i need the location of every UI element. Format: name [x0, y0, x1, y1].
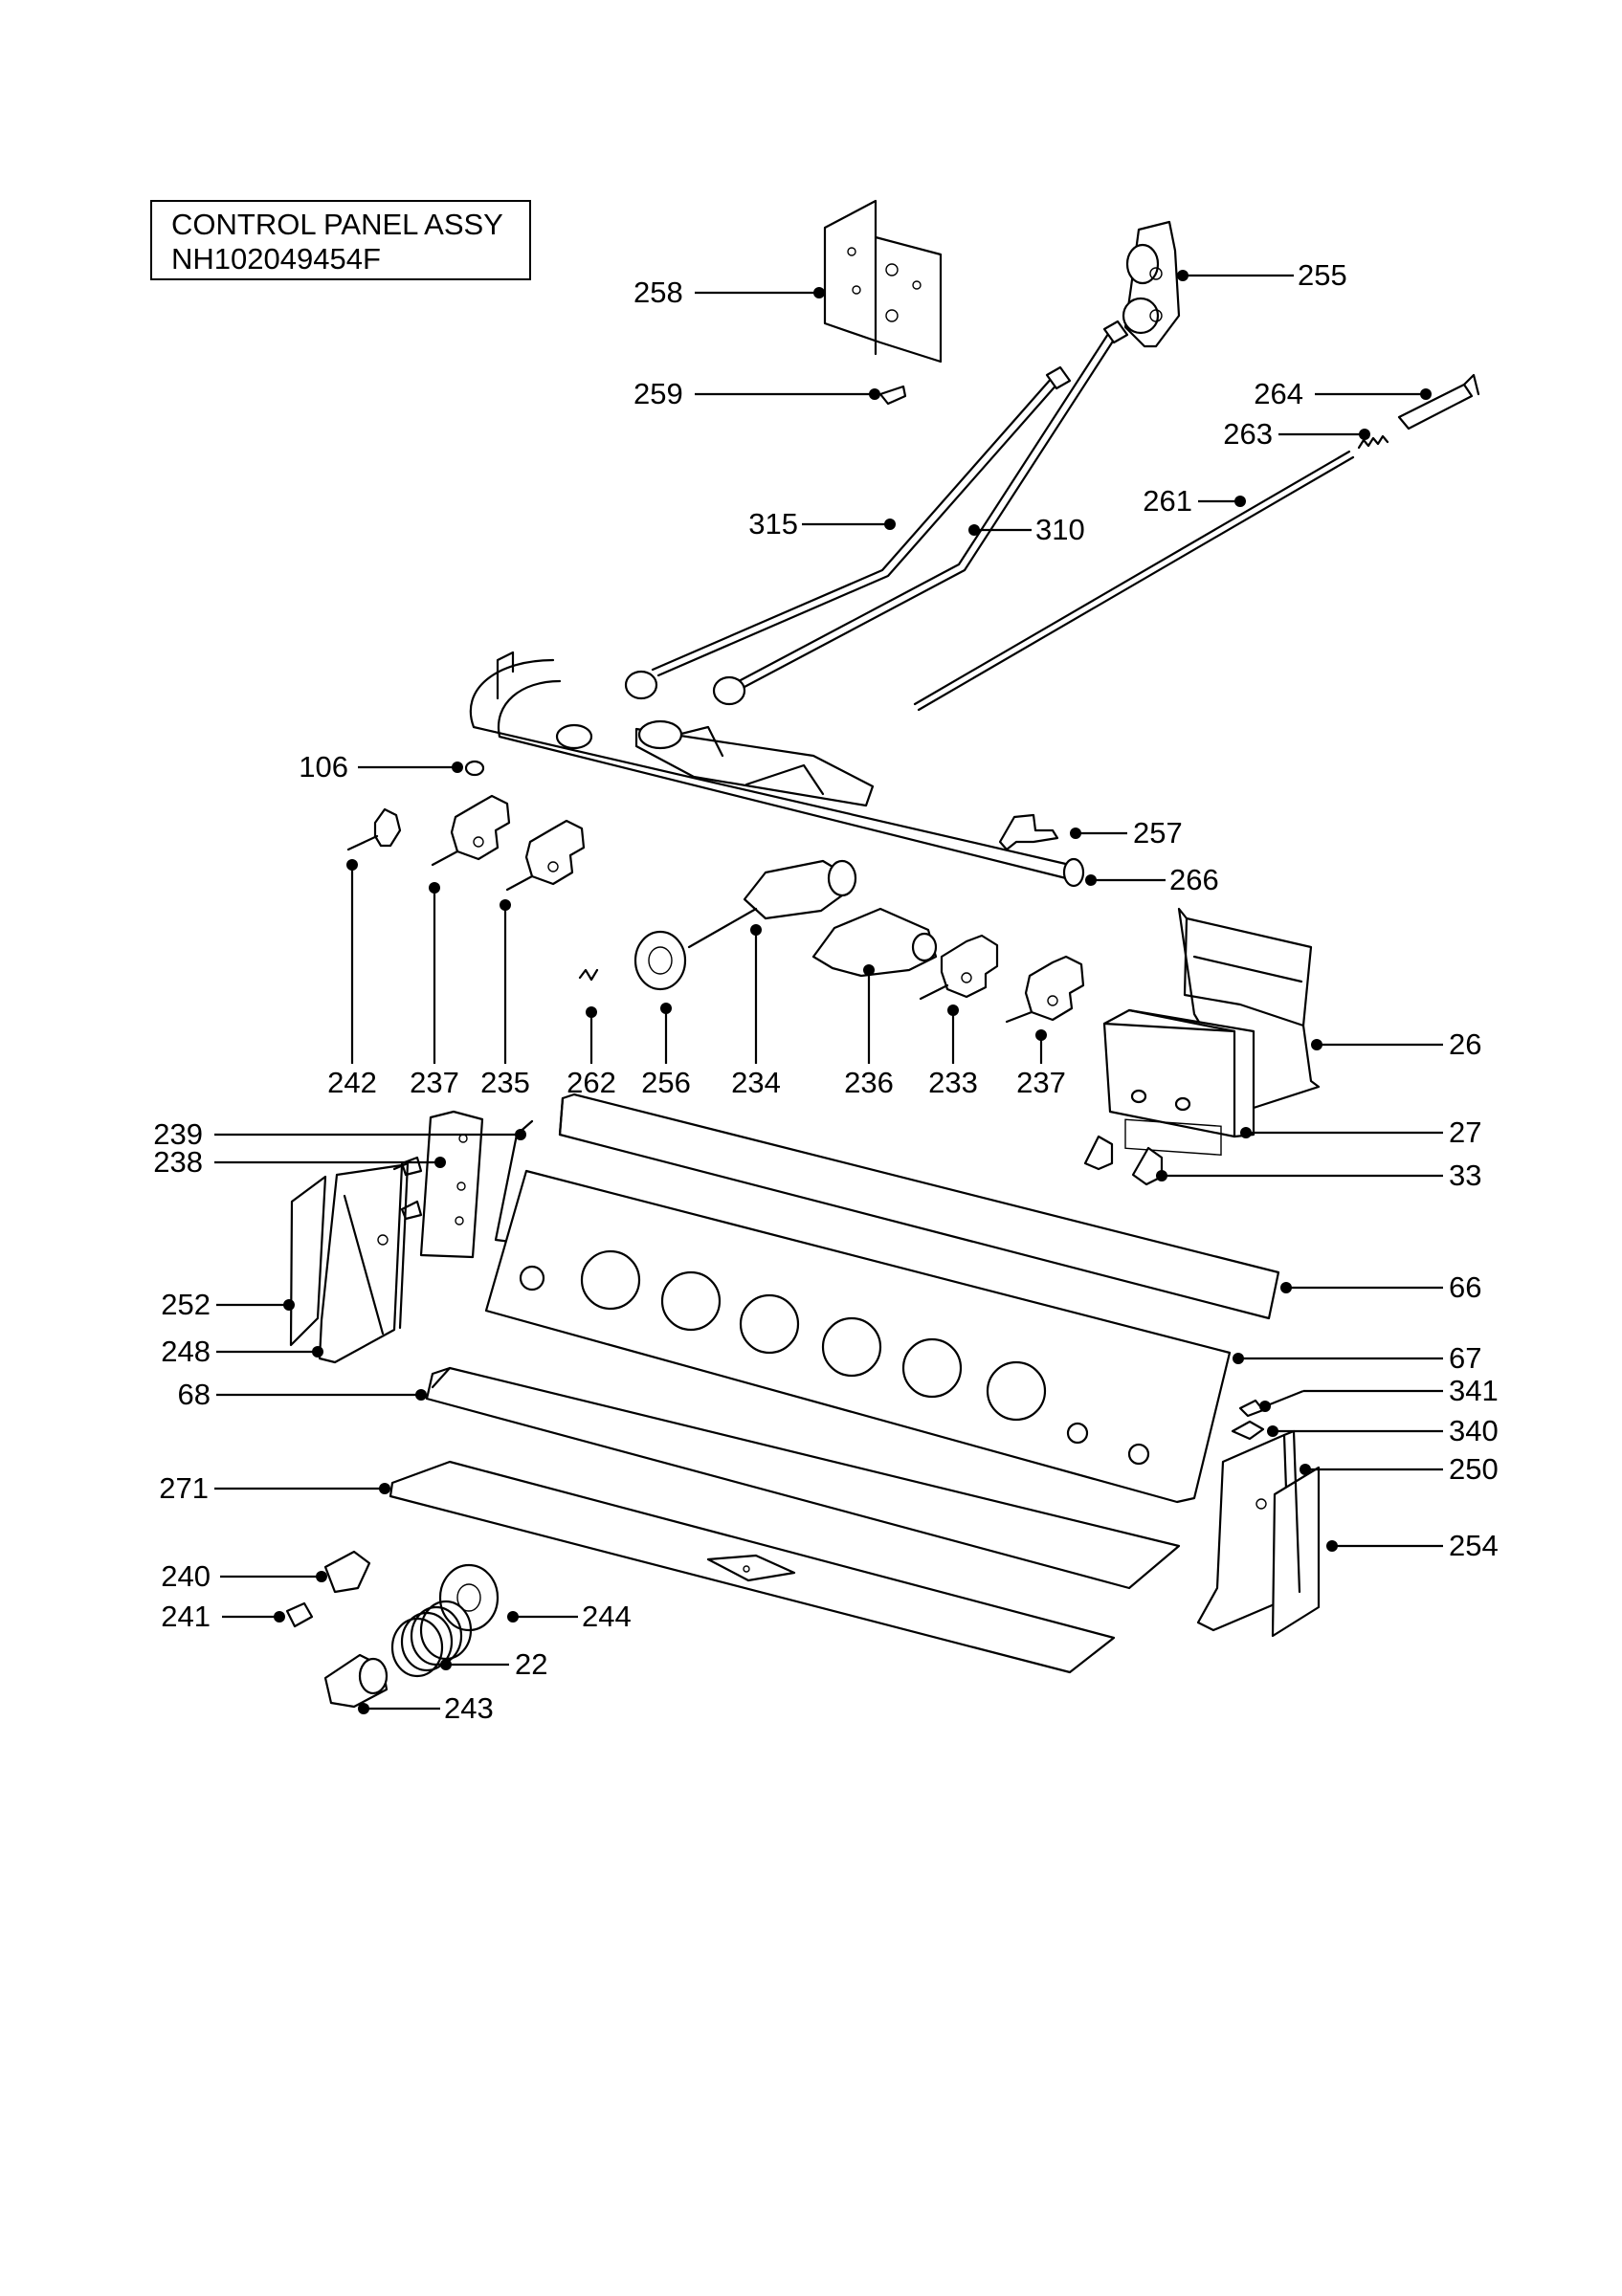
- callout-label: 310: [1035, 513, 1085, 546]
- callout-label: 341: [1449, 1374, 1499, 1407]
- callout-label: 239: [153, 1117, 203, 1151]
- part-right-end-bracket: [1196, 1429, 1321, 1638]
- part-spring-small: [1357, 434, 1389, 450]
- callout-label: 258: [633, 276, 683, 309]
- part-tap-right-2: [1005, 955, 1085, 1024]
- part-lower-trim: [425, 1366, 1181, 1590]
- part-tap-left-2: [505, 819, 586, 892]
- part-small-tap: [346, 807, 402, 851]
- callout-label: 26: [1449, 1027, 1481, 1061]
- part-knob-spindle: [285, 1550, 371, 1628]
- part-spring-clip: [578, 968, 599, 982]
- callout-labels: 258 255 259 264 263 261 315 310 106 257 …: [153, 258, 1498, 1725]
- part-main-control-panel: [484, 1169, 1232, 1504]
- callout-label: 22: [515, 1647, 547, 1681]
- part-manifold-pipe: [469, 651, 1085, 888]
- part-control-knob: [323, 1653, 389, 1709]
- callout-label: 242: [327, 1066, 377, 1099]
- assembly-title-box: CONTROL PANEL ASSY NH102049454F: [150, 200, 531, 280]
- callout-label: 252: [161, 1288, 211, 1321]
- callout-label: 66: [1449, 1270, 1481, 1304]
- callout-label: 271: [159, 1471, 209, 1505]
- part-bottom-strip: [389, 1460, 1116, 1674]
- part-left-end-bracket: [289, 1161, 410, 1364]
- callout-label: 240: [161, 1559, 211, 1593]
- callout-label: 255: [1298, 258, 1347, 292]
- part-knob-disc: [438, 1563, 500, 1632]
- callout-label: 237: [410, 1066, 459, 1099]
- callout-label: 248: [161, 1335, 211, 1368]
- leader-lines: [214, 270, 1443, 1714]
- callout-label: 340: [1449, 1414, 1499, 1447]
- part-nut: [464, 760, 485, 777]
- part-valve-block: [1122, 220, 1181, 348]
- callout-label: 250: [1449, 1452, 1499, 1486]
- callout-label: 27: [1449, 1115, 1481, 1149]
- part-tap-left-1: [431, 794, 511, 867]
- part-long-rod: [913, 450, 1355, 712]
- callout-label: 259: [633, 377, 683, 410]
- part-back-trim: [558, 1093, 1280, 1320]
- part-small-clips-right: [1231, 1399, 1265, 1441]
- callout-label: 243: [444, 1691, 494, 1725]
- assembly-part-number: NH102049454F: [171, 242, 381, 276]
- callout-label: 236: [844, 1066, 894, 1099]
- callout-label: 238: [153, 1145, 203, 1179]
- part-bracket-plate: [823, 199, 943, 364]
- callout-label: 263: [1223, 417, 1273, 451]
- part-knob-spring: [390, 1600, 473, 1678]
- callout-label: 68: [178, 1378, 211, 1411]
- assembly-name: CONTROL PANEL ASSY: [171, 208, 503, 241]
- part-gas-pipes: [624, 320, 1129, 706]
- callout-label: 266: [1169, 863, 1219, 896]
- callout-label: 262: [567, 1066, 616, 1099]
- callout-label: 254: [1449, 1529, 1499, 1562]
- part-tap-right-1: [919, 934, 999, 1001]
- callout-label: 234: [731, 1066, 781, 1099]
- callout-label: 237: [1016, 1066, 1066, 1099]
- callout-label: 315: [748, 507, 798, 541]
- part-small-bar: [1397, 373, 1480, 430]
- part-small-knobs: [1083, 1135, 1164, 1186]
- callout-label: 256: [641, 1066, 691, 1099]
- callout-label: 67: [1449, 1341, 1481, 1375]
- part-timer-clock: [1102, 1008, 1255, 1156]
- callout-label: 264: [1254, 377, 1303, 410]
- callout-label: 233: [928, 1066, 978, 1099]
- part-clip: [998, 813, 1059, 851]
- callout-label: 106: [299, 750, 348, 784]
- part-thermostat-valve: [687, 859, 857, 949]
- callout-label: 244: [582, 1600, 632, 1633]
- part-screw: [878, 385, 907, 406]
- callout-label: 257: [1133, 816, 1183, 850]
- callout-label: 241: [161, 1600, 211, 1633]
- callout-label: 235: [480, 1066, 530, 1099]
- callout-label: 261: [1143, 484, 1192, 518]
- part-knob-insert: [633, 930, 687, 991]
- part-double-tap: [811, 907, 938, 978]
- callout-label: 33: [1449, 1159, 1481, 1192]
- part-control-plates: [400, 1110, 534, 1259]
